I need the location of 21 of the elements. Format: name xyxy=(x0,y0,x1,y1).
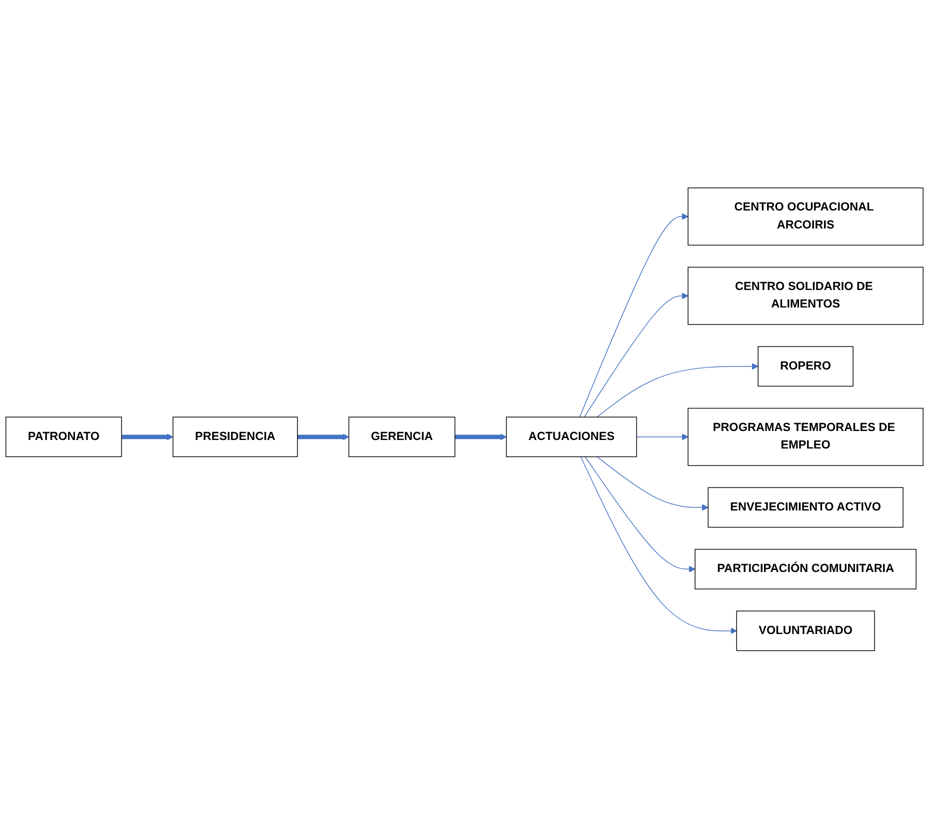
node-box: ENVEJECIMIENTO ACTIVO xyxy=(708,486,904,528)
node-box: PARTICIPACIÓN COMUNITARIA xyxy=(694,548,916,590)
arrow xyxy=(454,433,507,440)
node-box: CENTRO OCUPACIONAL ARCOIRIS xyxy=(688,187,924,246)
node-box: GERENCIA xyxy=(348,416,456,457)
arrow xyxy=(580,456,737,634)
node-box: ROPERO xyxy=(758,346,854,386)
node-box: PROGRAMAS TEMPORALES DE EMPLEO xyxy=(688,408,924,466)
node-box: ACTUACIONES xyxy=(506,416,637,457)
arrow xyxy=(596,456,708,510)
arrow xyxy=(636,433,688,440)
arrow xyxy=(596,362,758,418)
node-box: PATRONATO xyxy=(6,416,122,457)
node-box: CENTRO SOLIDARIO DE ALIMENTOS xyxy=(688,266,924,325)
node-box: PRESIDENCIA xyxy=(172,416,298,457)
arrow xyxy=(579,213,688,418)
node-box: VOLUNTARIADO xyxy=(736,610,875,651)
arrow xyxy=(584,292,688,418)
arrow xyxy=(122,433,174,440)
arrow xyxy=(297,433,350,440)
arrow xyxy=(584,456,696,572)
